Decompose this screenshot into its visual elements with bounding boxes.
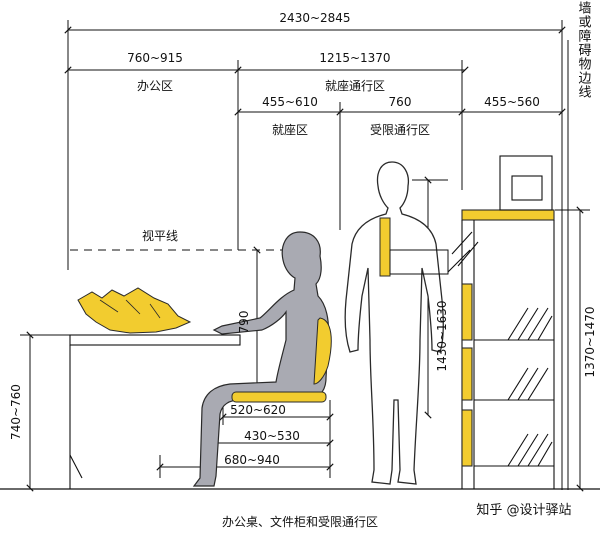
standing-person-figure <box>344 161 444 485</box>
seated-circulation-width: 1215~1370 <box>319 51 390 65</box>
labels: 2430~2845 760~915 1215~1370 办公区 就座通行区 45… <box>9 11 597 529</box>
papers-icon <box>77 287 192 334</box>
eye-height-dim: 790 <box>237 311 251 334</box>
restricted-circulation-width: 760 <box>389 95 412 109</box>
overall-dimension: 2430~2845 <box>279 11 350 25</box>
seat-height-dim: 520~620 <box>230 403 286 417</box>
seated-person-figure <box>192 231 330 487</box>
caption: 办公桌、文件柜和受限通行区 <box>222 514 378 529</box>
standing-reach-dim: 1430~1630 <box>435 300 449 371</box>
carried-box <box>379 217 449 277</box>
seat-zone-width: 455~610 <box>262 95 318 109</box>
watermark: 知乎 @设计驿站 <box>476 502 571 518</box>
cabinet-zone-width: 455~560 <box>484 95 540 109</box>
sight-line-label: 视平线 <box>142 228 178 243</box>
desk-height-dim: 740~760 <box>9 384 23 440</box>
seat-zone-label: 就座区 <box>272 122 308 137</box>
seated-circulation-label: 就座通行区 <box>325 78 385 93</box>
file-cabinet <box>447 155 555 489</box>
restricted-circulation-label: 受限通行区 <box>370 123 430 137</box>
knee-clearance-dim: 680~940 <box>224 453 280 467</box>
office-zone-width: 760~915 <box>127 51 183 65</box>
cabinet-height-dim: 1370~1470 <box>583 306 597 377</box>
seat-depth-dim: 430~530 <box>244 429 300 443</box>
wall-line-label: 墙或障碍物边线 <box>576 1 592 99</box>
chair <box>231 317 332 403</box>
desk <box>69 334 241 489</box>
office-zone-label: 办公区 <box>137 78 173 93</box>
